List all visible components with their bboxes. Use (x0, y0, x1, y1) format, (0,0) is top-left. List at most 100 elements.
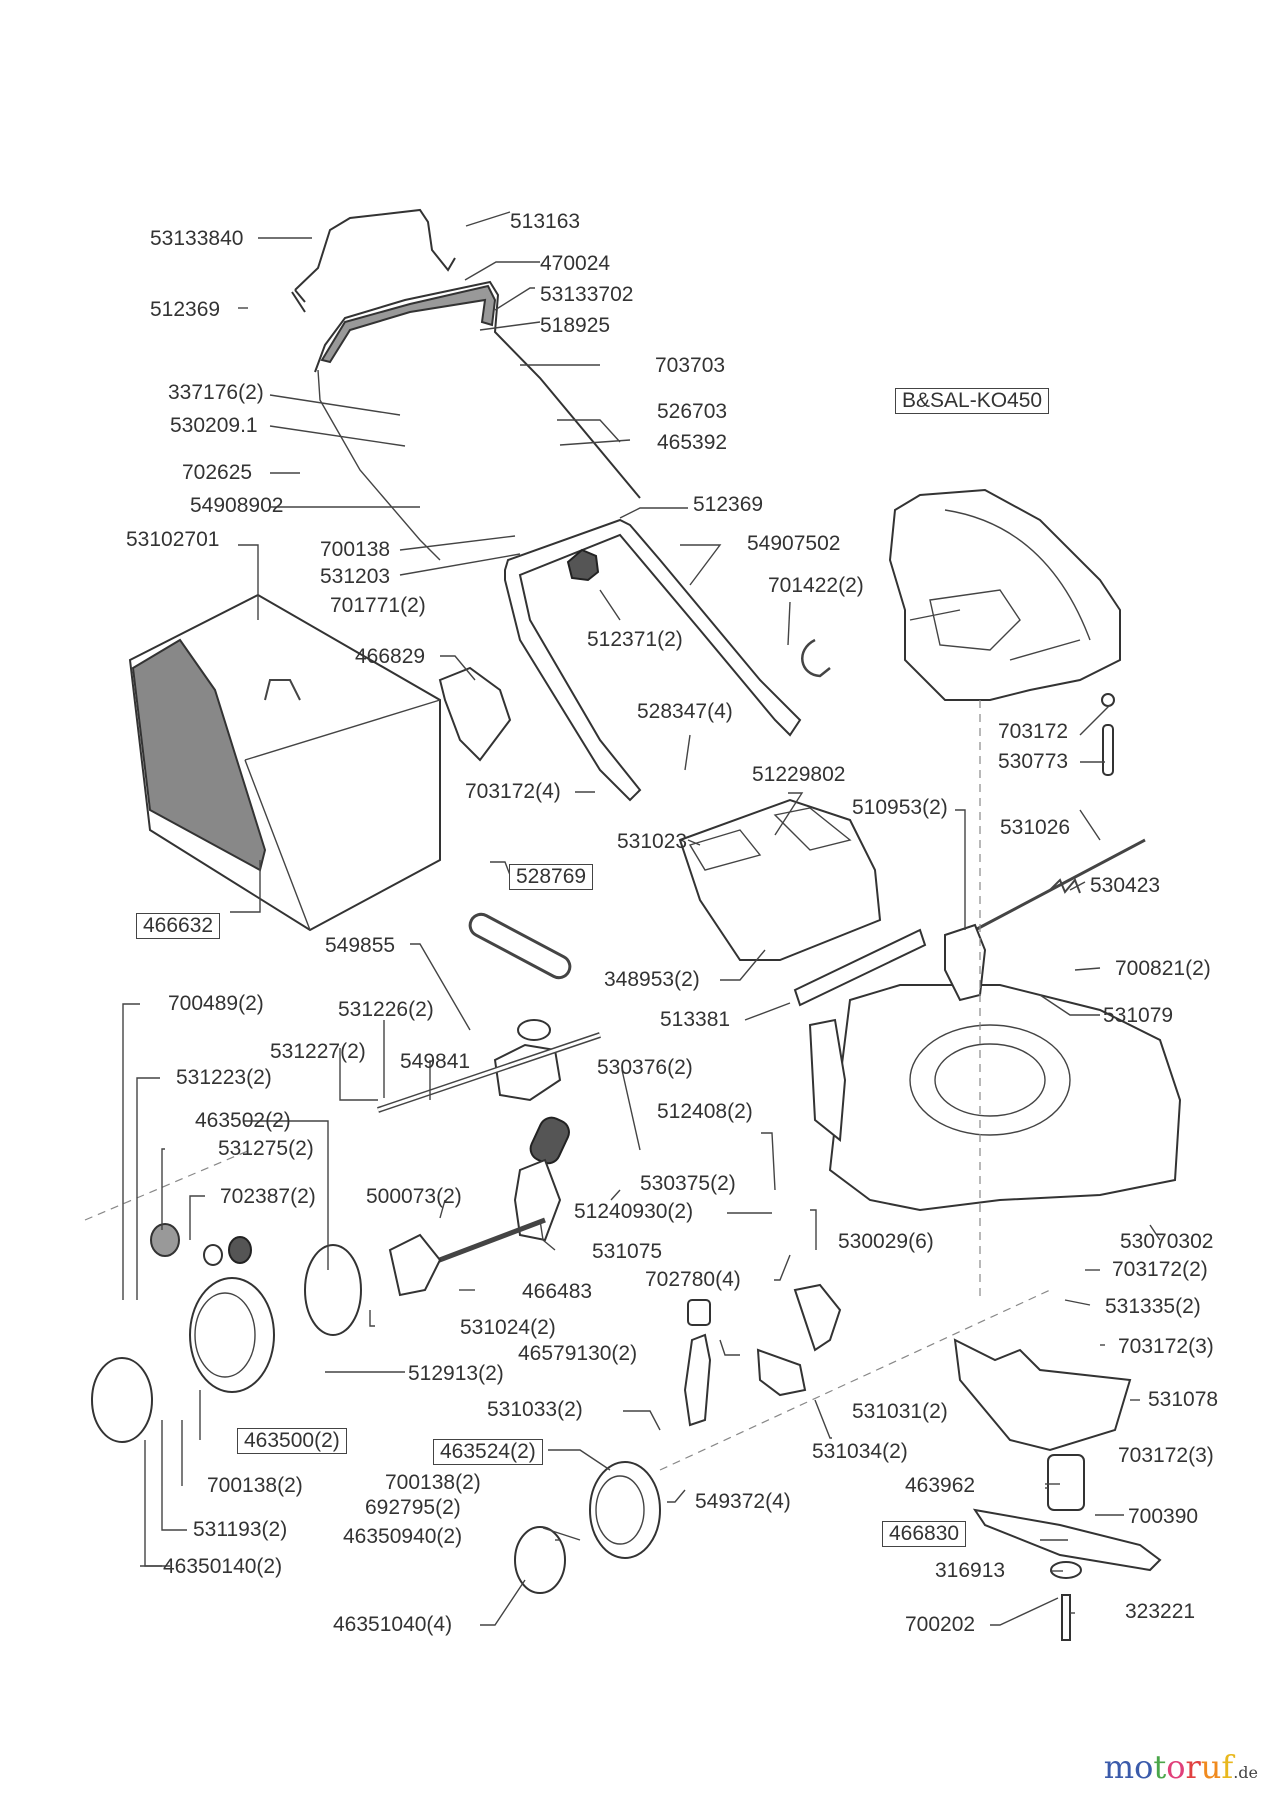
front-axis (659, 1289, 1051, 1471)
part-label-510953: 510953(2) (852, 796, 948, 819)
part-label-466830: 466830 (882, 1521, 967, 1547)
part-label-692795: 692795(2) (365, 1496, 461, 1519)
engine-part (888, 488, 1121, 701)
lower-handle-part (504, 518, 802, 802)
part-label-463500: 463500(2) (237, 1428, 347, 1454)
grass-catcher-shade (131, 638, 267, 872)
part-label-700390: 700390 (1128, 1505, 1199, 1528)
axle-plate (388, 1233, 442, 1297)
part-label-53133840: 53133840 (150, 227, 244, 250)
part-label-531078: 531078 (1148, 1388, 1219, 1411)
grass-catcher-handle (264, 679, 301, 701)
part-label-512913: 512913(2) (408, 1362, 504, 1385)
handle-grip (320, 284, 497, 364)
logo-letter: r (1185, 1748, 1201, 1786)
part-label-703172-x4: 703172(4) (465, 780, 561, 803)
spring-pinion (228, 1236, 252, 1264)
bracket-531034 (756, 1348, 807, 1397)
motoruf-watermark-logo: motoruf.de (1104, 1748, 1258, 1786)
part-label-463962: 463962 (905, 1474, 976, 1497)
part-label-702625: 702625 (182, 461, 253, 484)
part-label-531033: 531033(2) (487, 1398, 583, 1421)
part-label-703172: 703172 (998, 720, 1069, 743)
part-label-518925: 518925 (540, 314, 611, 337)
grass-catcher-rim (244, 699, 441, 931)
part-label-337176: 337176(2) (168, 381, 264, 404)
part-label-530423: 530423 (1090, 874, 1161, 897)
gear-531275 (150, 1223, 180, 1257)
part-label-512369-b: 512369 (693, 493, 764, 516)
nut-703172 (1101, 693, 1115, 707)
hubcap-46350940 (514, 1526, 566, 1594)
part-label-463524: 463524(2) (433, 1439, 543, 1465)
part-label-703172-x2: 703172(2) (1112, 1258, 1208, 1281)
part-label-530376: 530376(2) (597, 1056, 693, 1079)
wheel-axis (84, 1149, 251, 1221)
part-label-54908902: 54908902 (190, 494, 284, 517)
logo-letter: f (1221, 1748, 1234, 1786)
gearbox-part (493, 1043, 562, 1102)
engine-cover-detail (909, 509, 1091, 661)
part-label-531226: 531226(2) (338, 998, 434, 1021)
clip-701422 (801, 638, 831, 678)
part-label-531024: 531024(2) (460, 1316, 556, 1339)
part-label-470024: 470024 (540, 252, 611, 275)
engine-label: B&SAL-KO450 (895, 388, 1050, 414)
part-label-531335: 531335(2) (1105, 1295, 1201, 1318)
part-label-46350940: 46350940(2) (343, 1525, 463, 1548)
washer-316913 (1050, 1561, 1082, 1579)
part-label-348953: 348953(2) (604, 968, 700, 991)
part-label-531275: 531275(2) (218, 1137, 314, 1160)
part-label-700138-x2-b: 700138(2) (385, 1471, 481, 1494)
part-label-702387: 702387(2) (220, 1185, 316, 1208)
part-label-531227: 531227(2) (270, 1040, 366, 1063)
blade-holder-531078 (953, 1338, 1132, 1452)
part-label-323221: 323221 (1125, 1600, 1196, 1623)
part-label-701422: 701422(2) (768, 574, 864, 597)
logo-letter: t (1153, 1748, 1167, 1786)
part-label-531026: 531026 (1000, 816, 1071, 839)
rear-flap-part (678, 798, 882, 961)
hubcap-46350140 (91, 1357, 153, 1443)
adjuster-531031 (793, 1283, 842, 1352)
part-label-531023: 531023 (617, 830, 688, 853)
knob-512371 (566, 548, 600, 582)
part-label-54907502: 54907502 (747, 532, 841, 555)
part-label-531223: 531223(2) (176, 1066, 272, 1089)
part-label-700821: 700821(2) (1115, 957, 1211, 980)
front-wheel-hub (595, 1475, 645, 1545)
lever-531075 (513, 1158, 562, 1242)
part-label-46351040: 46351040(4) (333, 1613, 453, 1636)
part-label-512371: 512371(2) (587, 628, 683, 651)
lever-cap (687, 1299, 711, 1326)
part-label-526703: 526703 (657, 400, 728, 423)
part-label-701771: 701771(2) (330, 594, 426, 617)
part-label-53070302: 53070302 (1120, 1230, 1214, 1253)
part-label-530773: 530773 (998, 750, 1069, 773)
part-label-528347: 528347(4) (637, 700, 733, 723)
logo-letter: u (1200, 1748, 1222, 1786)
part-label-549855: 549855 (325, 934, 396, 957)
part-label-531079: 531079 (1103, 1004, 1174, 1027)
part-label-53133702: 53133702 (540, 283, 634, 306)
part-label-700202: 700202 (905, 1613, 976, 1636)
part-label-465392: 465392 (657, 431, 728, 454)
part-label-46350140: 46350140(2) (163, 1555, 283, 1578)
pulley (517, 1019, 551, 1041)
part-label-549372: 549372(4) (695, 1490, 791, 1513)
logo-letter: o (1134, 1748, 1154, 1786)
part-label-46579130: 46579130(2) (518, 1342, 638, 1365)
adapter-463962 (1047, 1454, 1085, 1511)
part-label-512408: 512408(2) (657, 1100, 753, 1123)
part-label-703172-x3-a: 703172(3) (1118, 1335, 1214, 1358)
rod-531026 (974, 838, 1146, 932)
part-label-513163: 513163 (510, 210, 581, 233)
part-label-530209-1: 530209.1 (170, 414, 258, 437)
part-label-531075: 531075 (592, 1240, 663, 1263)
part-label-530375: 530375(2) (640, 1172, 736, 1195)
part-label-700489: 700489(2) (168, 992, 264, 1015)
part-label-700138-x2-a: 700138(2) (207, 1474, 303, 1497)
rail-513381 (793, 928, 927, 1007)
gear-cover-463502 (304, 1244, 362, 1336)
